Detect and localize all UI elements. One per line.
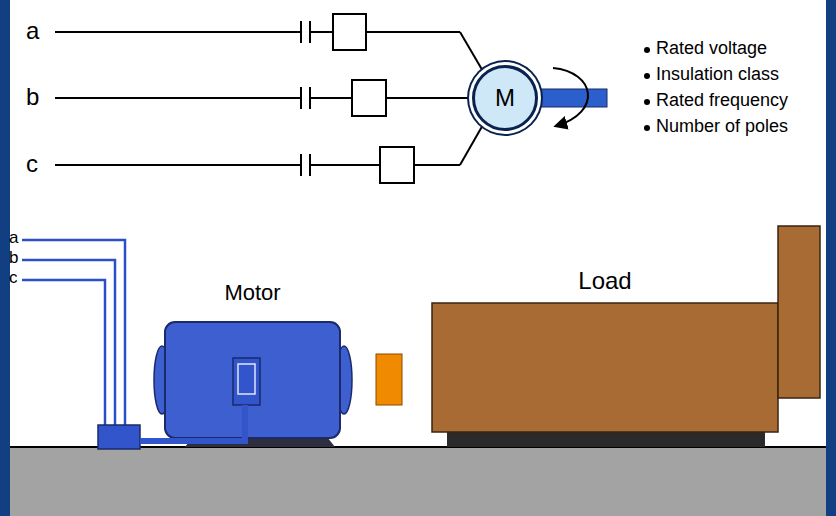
motor: Motor	[165, 322, 340, 438]
ground	[10, 447, 826, 516]
rotation-arrow	[553, 68, 588, 126]
bullets	[644, 47, 650, 131]
terminal-box	[233, 358, 260, 405]
rating-item: Rated frequency	[656, 91, 788, 111]
phase-label: a	[26, 18, 39, 44]
conduit	[140, 405, 245, 441]
phase-label: c	[26, 151, 38, 177]
wire-label: c	[9, 269, 18, 288]
motor-body	[165, 322, 340, 438]
wire-label: a	[9, 229, 18, 248]
panel	[10, 0, 826, 516]
rating-item: Number of poles	[656, 117, 788, 137]
schematic-wires	[55, 14, 484, 183]
wire-label: b	[9, 249, 18, 268]
coupling	[376, 354, 402, 405]
supply-wires	[22, 240, 125, 426]
load-housing	[778, 226, 820, 398]
rating-item: Insulation class	[656, 65, 779, 85]
load-base	[447, 432, 765, 447]
phase-label: b	[26, 84, 39, 110]
motor-label: Motor	[165, 280, 340, 306]
load-label: Load	[432, 267, 778, 295]
junction-box	[98, 425, 140, 449]
schematic-shaft	[536, 89, 607, 107]
load: Load	[432, 303, 778, 432]
terminal-cover	[238, 364, 255, 394]
rating-item: Rated voltage	[656, 39, 767, 59]
load-body	[432, 303, 778, 432]
motor-symbol: M	[472, 65, 538, 131]
motor-symbol-label: M	[495, 84, 515, 112]
